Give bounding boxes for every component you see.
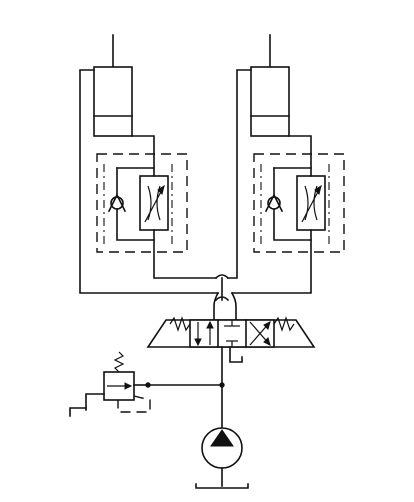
pressure-line — [145, 346, 225, 431]
left-spring-icon — [169, 316, 191, 332]
directional-control-valve — [146, 316, 316, 363]
right-cylinder — [250, 34, 290, 137]
left-throttle-box — [139, 175, 169, 231]
pump-tank-icon — [195, 483, 249, 489]
hydraulic-pump — [195, 427, 249, 489]
right-flow-control-valve — [253, 153, 345, 253]
relief-tank-icon — [69, 407, 87, 417]
left-valve-dashed-enclosure — [96, 153, 188, 253]
valve-tank-icon — [229, 346, 243, 363]
right-throttle-box — [296, 175, 326, 231]
left-flow-control-valve — [96, 153, 188, 253]
right-valve-dashed-enclosure — [253, 153, 345, 253]
left-cylinder — [93, 34, 133, 137]
piping — [79, 69, 312, 321]
right-spring-icon — [273, 316, 295, 332]
pressure-relief-valve — [69, 351, 151, 417]
relief-spring-icon — [113, 351, 125, 373]
